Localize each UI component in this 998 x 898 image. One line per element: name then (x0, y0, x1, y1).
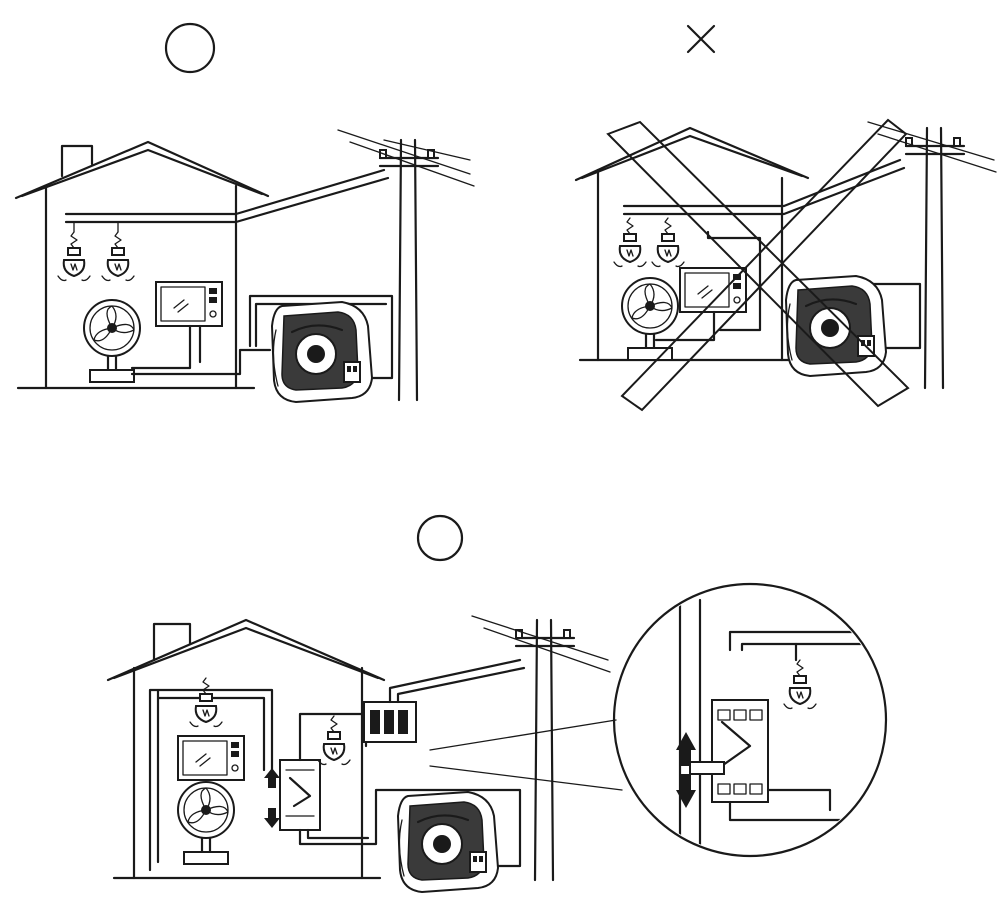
television-icon (679, 267, 747, 313)
utility-pole-icon (337, 129, 475, 402)
magnifier-circle-icon (612, 582, 888, 858)
circle-correct-mark (164, 22, 216, 74)
generator-icon (784, 274, 888, 378)
light-bulb-icon (783, 659, 817, 710)
light-bulb-icon (613, 217, 647, 268)
light-bulb-icon (189, 677, 223, 728)
light-bulb-icon (651, 217, 685, 268)
cross-incorrect-mark (686, 24, 716, 54)
television-icon (177, 735, 245, 781)
utility-pole-icon (471, 615, 611, 882)
house-icon (574, 126, 810, 362)
panel-correct-independent-circuit (14, 22, 475, 404)
breaker-box-icon (363, 701, 417, 743)
panel-incorrect-grid-connection (574, 24, 997, 412)
television-icon (155, 281, 223, 327)
arrow-down-icon (264, 808, 280, 828)
utility-pole-icon (867, 121, 997, 390)
light-bulb-icon (101, 231, 135, 282)
generator-icon (270, 300, 374, 404)
panel-correct-transfer-switch (106, 514, 888, 894)
arrow-down-icon (676, 774, 696, 808)
electric-fan-icon (176, 780, 236, 866)
house-icon (14, 140, 270, 390)
arrow-up-icon (264, 768, 280, 788)
light-bulb-icon (317, 715, 351, 766)
cross-out-bars (606, 118, 910, 412)
generator-icon (396, 790, 500, 894)
arrow-up-icon (676, 732, 696, 766)
transfer-switch-icon (264, 759, 321, 831)
circle-correct-mark (416, 514, 464, 562)
electric-fan-icon (82, 298, 142, 384)
light-bulb-icon (57, 231, 91, 282)
